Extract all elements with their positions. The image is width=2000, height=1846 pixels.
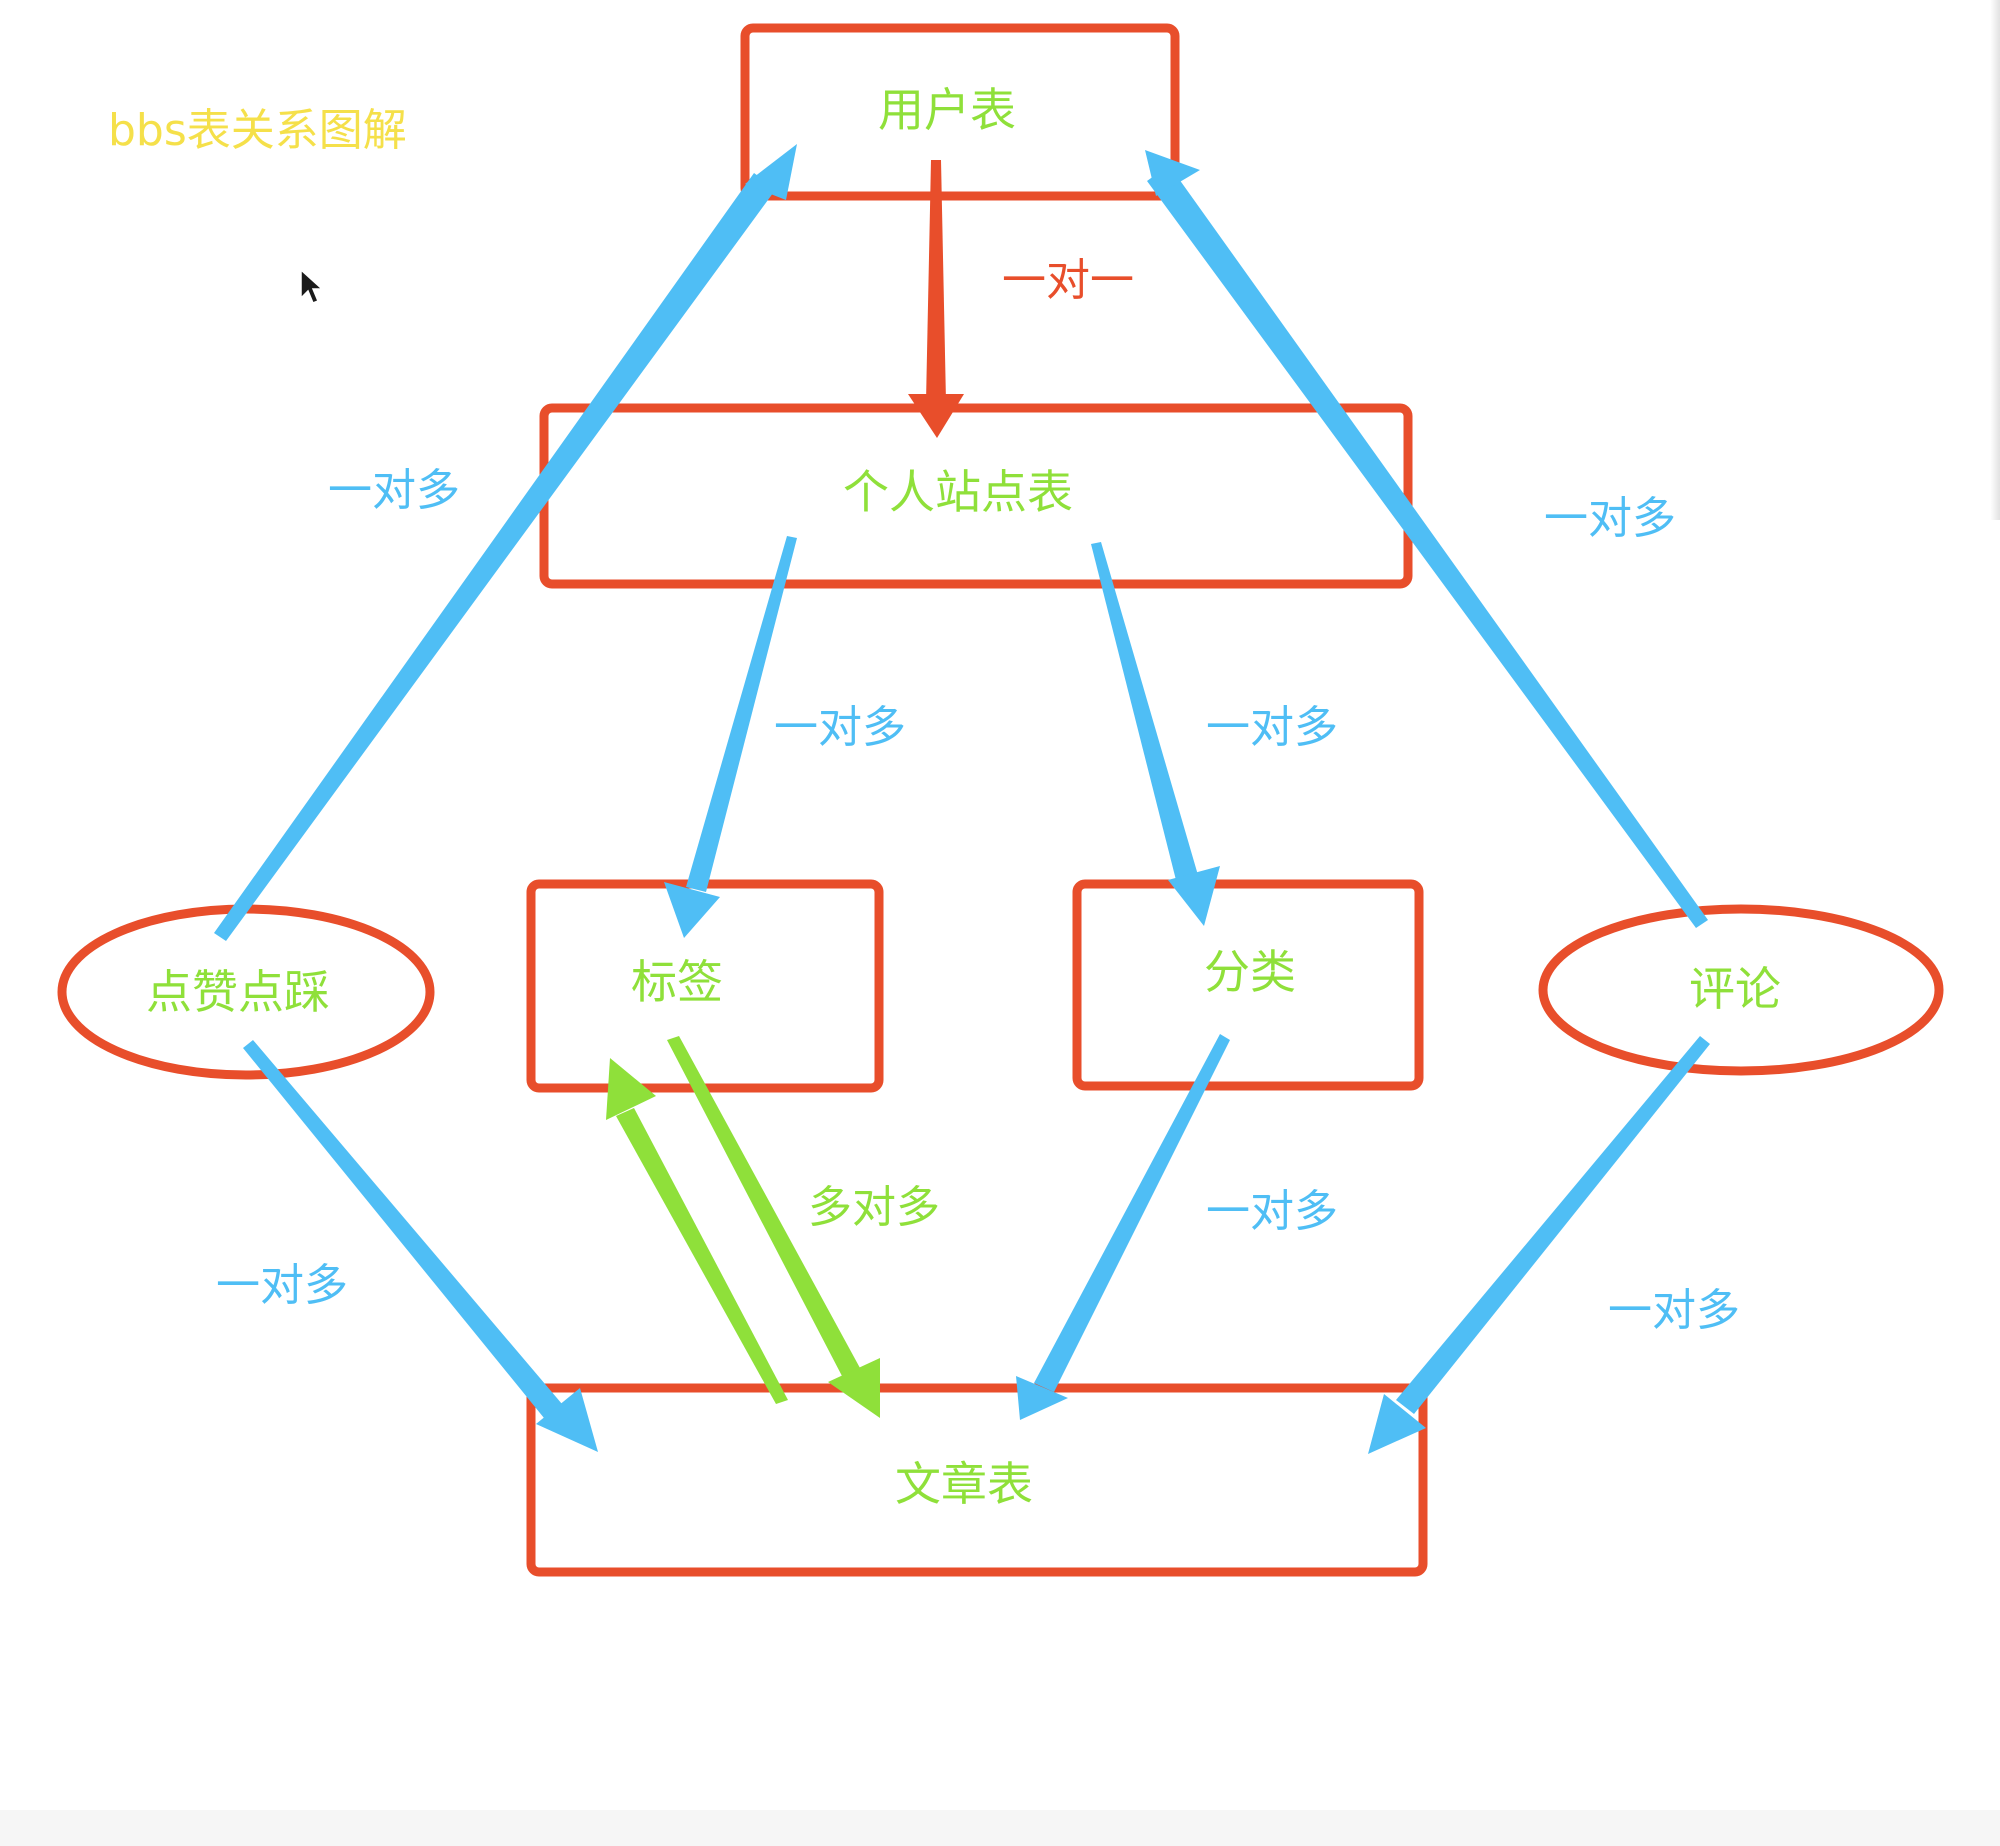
arrow-category-article xyxy=(1016,1034,1230,1420)
entity-user: 用户表 xyxy=(740,23,1180,201)
entity-category: 分类 xyxy=(1072,879,1424,1091)
entity-article-box xyxy=(526,1383,1428,1577)
label-comment-article: 一对多 xyxy=(1608,1285,1740,1336)
entity-tag-label: 标签 xyxy=(631,955,723,1009)
arrow-article-tag xyxy=(606,1058,788,1404)
label-updown-article: 一对多 xyxy=(216,1260,348,1311)
entity-user-label: 用户表 xyxy=(878,83,1016,137)
label-category-article: 一对多 xyxy=(1206,1186,1338,1237)
bottom-band xyxy=(0,1810,2000,1846)
label-site-tag: 一对多 xyxy=(774,702,906,753)
entity-site-label: 个人站点表 xyxy=(843,465,1073,519)
arrow-site-tag xyxy=(664,536,797,938)
entity-comment: 评论 xyxy=(1538,904,1944,1076)
entity-comment-label: 评论 xyxy=(1689,962,1781,1016)
entity-updown-label: 点赞点踩 xyxy=(146,965,330,1019)
entity-updown: 点赞点踩 xyxy=(57,904,435,1080)
arrow-updown-article xyxy=(243,1040,598,1452)
arrow-updown-user xyxy=(214,144,797,941)
entity-comment-ellipse xyxy=(1538,904,1944,1076)
label-tag-article: 多对多 xyxy=(808,1182,940,1233)
label-updown-user: 一对多 xyxy=(328,465,460,516)
arrow-user-site xyxy=(908,160,964,438)
entity-category-box xyxy=(1072,879,1424,1091)
diagram-title: bbs表关系图解 xyxy=(108,105,407,156)
entity-user-box xyxy=(740,23,1180,201)
entity-article-label: 文章表 xyxy=(895,1457,1033,1511)
arrow-comment-user xyxy=(1145,150,1708,928)
entity-category-label: 分类 xyxy=(1204,945,1296,999)
label-site-category: 一对多 xyxy=(1206,702,1338,753)
arrow-tag-article xyxy=(667,1036,880,1418)
entity-article: 文章表 xyxy=(526,1383,1428,1577)
arrow-site-category xyxy=(1091,542,1220,926)
mouse-pointer-icon xyxy=(300,268,324,304)
entity-site: 个人站点表 xyxy=(539,403,1413,589)
label-user-site: 一对一 xyxy=(1002,255,1134,306)
scrollbar-edge[interactable] xyxy=(1990,0,2000,520)
entity-tag: 标签 xyxy=(526,879,884,1093)
arrow-comment-article xyxy=(1368,1036,1710,1454)
label-comment-user: 一对多 xyxy=(1544,493,1676,544)
